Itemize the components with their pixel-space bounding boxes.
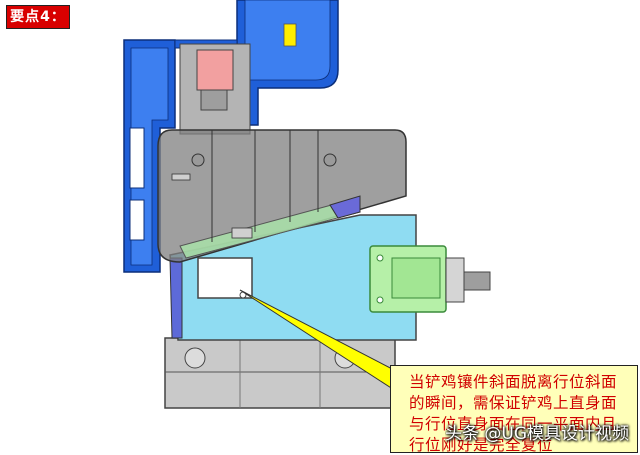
- pink-insert: [196, 49, 234, 91]
- bottom-plate: [164, 337, 396, 409]
- heel-block: [179, 43, 251, 135]
- hydraulic-cylinder: [369, 245, 491, 313]
- blue-mold-plate: [123, 0, 339, 273]
- source-watermark: 头条 @UG模具设计视频: [445, 424, 630, 444]
- yellow-marker: [283, 23, 297, 47]
- step-badge: 要点4：: [6, 5, 70, 29]
- callout-text: 当铲鸡镶件斜面脱离行位斜面的瞬间，需保证铲鸡上直身面与行位直身面在同一平面内且行…: [409, 373, 618, 453]
- explanation-callout: 当铲鸡镶件斜面脱离行位斜面的瞬间，需保证铲鸡上直身面与行位直身面在同一平面内且行…: [390, 365, 638, 453]
- locking-wedge: [157, 129, 407, 263]
